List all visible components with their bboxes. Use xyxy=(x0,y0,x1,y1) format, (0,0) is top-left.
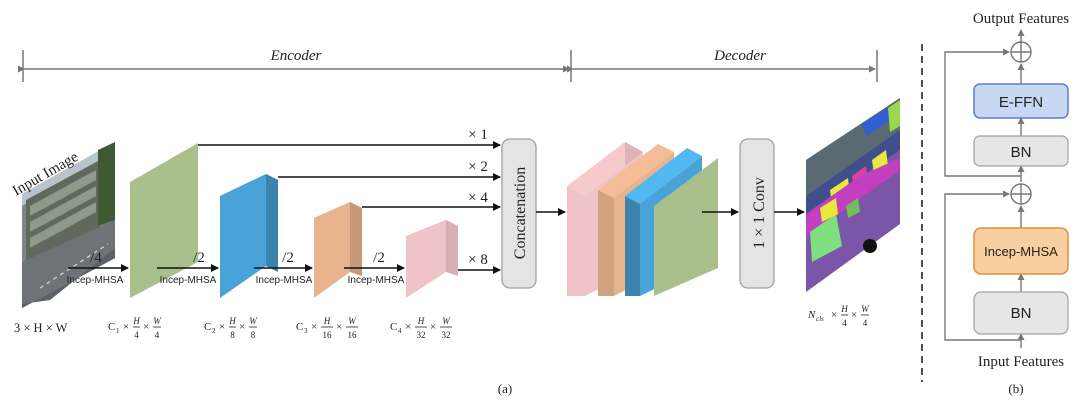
incep-mhsa-block xyxy=(973,227,1069,275)
downsample-1: /4 xyxy=(90,250,102,266)
input-dim: 3 × H × W xyxy=(14,321,68,335)
feature-dim-1-wn: W xyxy=(153,316,162,326)
feature-dim-4-c: C xyxy=(390,321,397,333)
input-features-label: Input Features xyxy=(978,354,1064,370)
stage4-feature-map xyxy=(406,220,458,298)
stage4-op: Incep-MHSA xyxy=(348,275,405,286)
feature-dim-3-times2: × xyxy=(336,321,342,333)
feature-dim-1-c: C xyxy=(108,321,115,333)
feature-dim-1-sub: 1 xyxy=(116,327,120,335)
stage1-feature-map xyxy=(130,143,198,298)
feature-dim-3-hd: 16 xyxy=(323,330,333,340)
feature-dim-2-wd: 8 xyxy=(251,330,256,340)
bn-bottom-label: BN xyxy=(1011,305,1032,322)
stage2-feature-map xyxy=(220,174,278,298)
output-dim-times1: × xyxy=(831,309,837,321)
feature-dim-2-sub: 2 xyxy=(212,327,216,335)
decoder-bracket: Decoder xyxy=(567,48,878,82)
feature-dim-1-wd: 4 xyxy=(155,330,160,340)
concat-label: Concatenation xyxy=(512,167,529,259)
feature-dim-2-hn: H xyxy=(228,316,236,326)
stage3-feature-map xyxy=(314,202,362,298)
incep-mhsa-label: Incep-MHSA xyxy=(984,244,1058,259)
decoder-stack xyxy=(567,142,718,296)
output-dim-times2: × xyxy=(851,309,857,321)
conv-label: 1 × 1 Conv xyxy=(751,177,768,249)
feature-dim-4-sub: 4 xyxy=(398,327,402,335)
conv-block: 1 × 1 Conv xyxy=(739,138,775,289)
stage3-op: Incep-MHSA xyxy=(256,275,313,286)
scale-x2: × 2 xyxy=(468,159,488,175)
feature-dim-1-hd: 4 xyxy=(134,330,139,340)
downsample-3: /2 xyxy=(282,250,294,266)
scale-x4: × 4 xyxy=(468,190,488,206)
bn-top-label: BN xyxy=(1011,144,1032,161)
feature-dim-4-times1: × xyxy=(405,321,411,333)
bn-top-block xyxy=(973,135,1069,167)
feature-dim-2-times1: × xyxy=(219,321,225,333)
feature-dim-4-hn: H xyxy=(417,316,425,326)
feature-dim-4-wd: 32 xyxy=(442,330,451,340)
effn-label: E-FFN xyxy=(999,94,1043,111)
downsample-2: /2 xyxy=(193,250,205,266)
output-dim-c: N xyxy=(807,309,816,321)
scale-x8: × 8 xyxy=(468,252,488,268)
feature-dim-3-times1: × xyxy=(311,321,317,333)
feature-dim-2-c: C xyxy=(204,321,211,333)
encoder-bracket: Encoder xyxy=(18,48,572,82)
feature-dim-4-times2: × xyxy=(430,321,436,333)
output-dim-sub: cls xyxy=(816,315,824,323)
feature-dim-2-hd: 8 xyxy=(230,330,235,340)
bn-bottom-block xyxy=(973,291,1069,335)
segmentation-output xyxy=(806,98,900,292)
output-dim-hn: H xyxy=(840,304,848,314)
concatenation-block: Concatenation xyxy=(501,138,537,289)
feature-dim-2-wn: W xyxy=(249,316,258,326)
effn-block xyxy=(973,83,1069,119)
caption-b: (b) xyxy=(1008,381,1023,396)
scale-x1: × 1 xyxy=(468,127,488,143)
stage1-op: Incep-MHSA xyxy=(67,275,124,286)
output-dim-hd: 4 xyxy=(842,318,847,328)
downsample-4: /2 xyxy=(373,250,385,266)
stage2-op: Incep-MHSA xyxy=(160,275,217,286)
feature-dim-3-hn: H xyxy=(323,316,331,326)
feature-dim-3-c: C xyxy=(296,321,303,333)
feature-dim-1-hn: H xyxy=(132,316,140,326)
feature-dim-1-times2: × xyxy=(143,321,149,333)
feature-dim-1-times1: × xyxy=(123,321,129,333)
output-features-label: Output Features xyxy=(973,11,1069,27)
output-dim-wd: 4 xyxy=(863,318,868,328)
panel-b: Output Features Input Features E-FFN BN … xyxy=(944,11,1069,370)
caption-a: (a) xyxy=(498,381,512,396)
input-image: Input Image xyxy=(10,142,115,308)
feature-dim-4-wn: W xyxy=(442,316,451,326)
output-dim-wn: W xyxy=(861,304,870,314)
feature-dim-4-hd: 32 xyxy=(417,330,426,340)
feature-dim-2-times2: × xyxy=(239,321,245,333)
feature-dim-3-sub: 3 xyxy=(304,327,308,335)
feature-dim-3-wn: W xyxy=(348,316,357,326)
feature-dim-3-wd: 16 xyxy=(348,330,358,340)
encoder-label: Encoder xyxy=(270,48,322,64)
decoder-label: Decoder xyxy=(713,48,766,64)
